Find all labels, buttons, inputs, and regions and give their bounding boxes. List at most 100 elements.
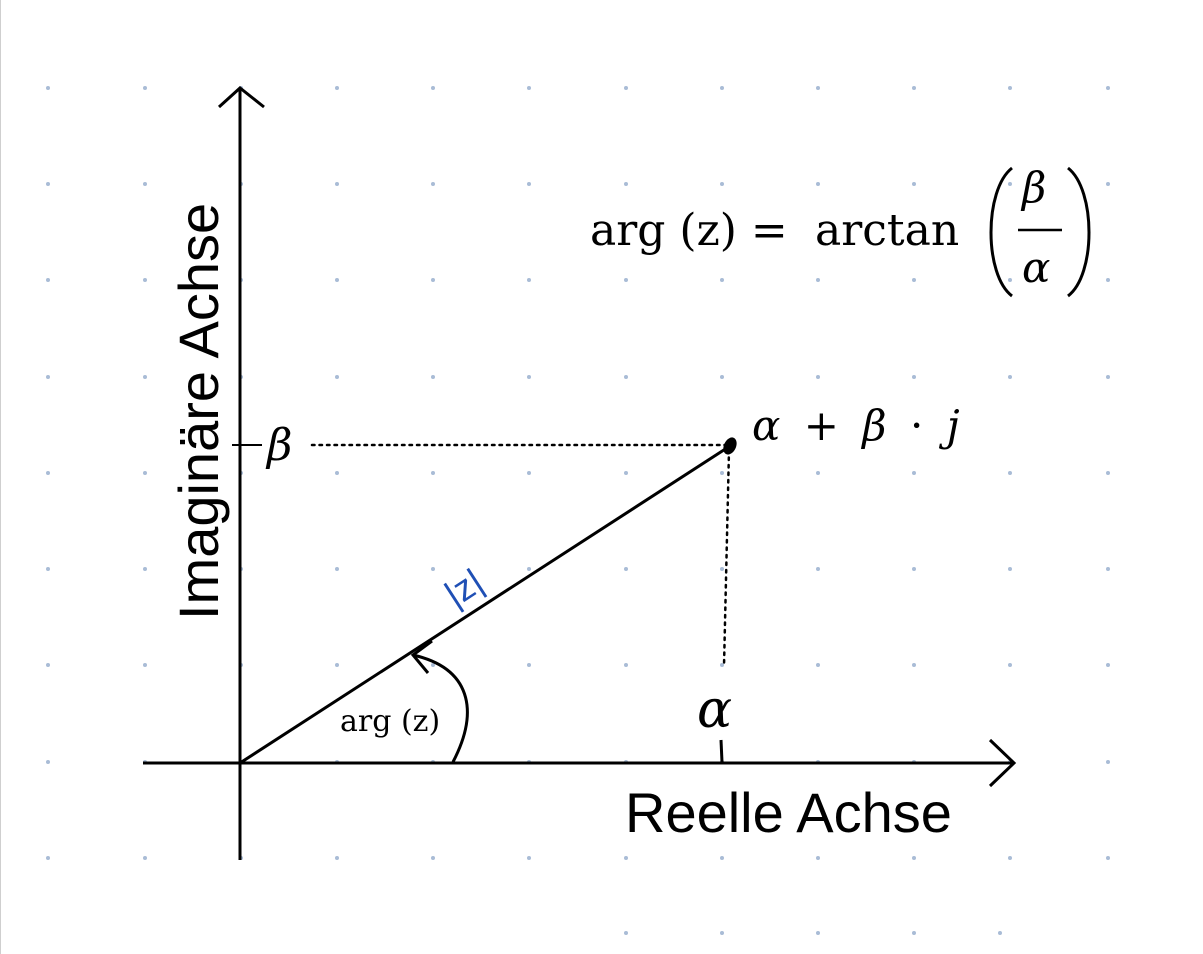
grid-dot — [431, 663, 435, 667]
angle-arc-arrowhead — [410, 639, 433, 674]
grid-dot — [143, 375, 147, 379]
grid-dot — [912, 375, 916, 379]
formula-numerator: β — [1020, 163, 1046, 212]
grid-dot — [624, 663, 628, 667]
grid-dot — [335, 567, 339, 571]
grid-dot — [335, 86, 339, 90]
grid-dot — [335, 278, 339, 282]
grid-dot — [46, 760, 50, 764]
grid-dot — [143, 567, 147, 571]
grid-dot — [912, 471, 916, 475]
grid-dot — [720, 278, 724, 282]
imaginary-axis-arrowhead — [217, 86, 265, 109]
vector-z — [239, 444, 731, 765]
grid-dot — [46, 182, 50, 186]
alpha-tick — [719, 739, 724, 763]
grid-dot — [720, 86, 724, 90]
formula-right-paren — [1067, 166, 1091, 298]
grid-dot — [431, 375, 435, 379]
grid-dot — [624, 856, 628, 860]
grid-dot — [624, 931, 628, 935]
grid-dot — [1106, 182, 1110, 186]
grid-dot — [912, 86, 916, 90]
grid-dot — [143, 182, 147, 186]
alpha-tick-label: α — [697, 680, 732, 740]
grid-dot — [816, 86, 820, 90]
grid-dot — [1106, 375, 1110, 379]
grid-dot — [527, 86, 531, 90]
grid-dot — [143, 471, 147, 475]
grid-dot — [720, 567, 724, 571]
grid-dot — [720, 471, 724, 475]
grid-dot — [1106, 86, 1110, 90]
grid-dot — [335, 182, 339, 186]
formula-denominator: α — [1022, 243, 1050, 292]
point-label-alpha: α — [752, 401, 780, 450]
grid-dot — [816, 278, 820, 282]
grid-dot — [527, 856, 531, 860]
point-label-dot: · — [910, 401, 923, 450]
grid-dot — [1008, 471, 1012, 475]
grid-dot — [431, 278, 435, 282]
grid-dot — [720, 182, 724, 186]
point-z — [723, 437, 737, 455]
grid-dot — [527, 375, 531, 379]
grid-dot — [912, 663, 916, 667]
grid-dot — [431, 471, 435, 475]
grid-dot — [1106, 856, 1110, 860]
formula-arctan: arctan — [815, 205, 959, 256]
grid-dot — [46, 278, 50, 282]
grid-dot — [335, 471, 339, 475]
grid-dot — [431, 86, 435, 90]
grid-dot — [431, 856, 435, 860]
grid-dot — [1008, 86, 1012, 90]
grid-dot — [46, 567, 50, 571]
grid-dot — [1106, 567, 1110, 571]
page-border — [0, 0, 1, 954]
grid-dot — [624, 375, 628, 379]
grid-dot — [335, 663, 339, 667]
grid-dot — [527, 182, 531, 186]
grid-dot — [1106, 471, 1110, 475]
grid-dot — [527, 663, 531, 667]
angle-label: arg (z) — [340, 704, 440, 739]
grid-dot — [143, 663, 147, 667]
grid-dot — [720, 856, 724, 860]
grid-dot — [1106, 760, 1110, 764]
grid-dot — [527, 278, 531, 282]
grid-dot — [624, 182, 628, 186]
grid-dot — [912, 856, 916, 860]
grid-dot — [720, 931, 724, 935]
grid-dot — [143, 86, 147, 90]
grid-dot — [335, 856, 339, 860]
argument-formula: arg (z) = arctan β α — [590, 163, 1091, 298]
grid-dot — [46, 375, 50, 379]
real-axis-label: Reelle Achse — [625, 781, 952, 844]
point-label: α + β · j — [752, 401, 960, 450]
grid-dot — [431, 182, 435, 186]
grid-dot — [1008, 182, 1012, 186]
grid-dot — [816, 856, 820, 860]
grid-dot — [46, 86, 50, 90]
grid-dot — [1106, 278, 1110, 282]
beta-tick-label: β — [265, 420, 292, 471]
grid-dot — [816, 471, 820, 475]
grid-dot — [998, 931, 1002, 935]
point-label-j: j — [939, 401, 960, 450]
grid-dot — [1008, 278, 1012, 282]
grid-dot — [816, 567, 820, 571]
real-axis-arrowhead — [988, 738, 1017, 788]
grid-dot — [143, 856, 147, 860]
grid-dot — [816, 182, 820, 186]
imaginary-axis-label: Imaginäre Achse — [167, 203, 230, 620]
angle-arc — [412, 653, 469, 763]
grid-dot — [1008, 663, 1012, 667]
alpha-projection-line — [722, 448, 731, 668]
grid-dot — [816, 375, 820, 379]
grid-dot — [335, 375, 339, 379]
grid-dot — [912, 182, 916, 186]
grid-dot — [1008, 567, 1012, 571]
grid-dot — [1008, 375, 1012, 379]
grid-dot — [816, 931, 820, 935]
